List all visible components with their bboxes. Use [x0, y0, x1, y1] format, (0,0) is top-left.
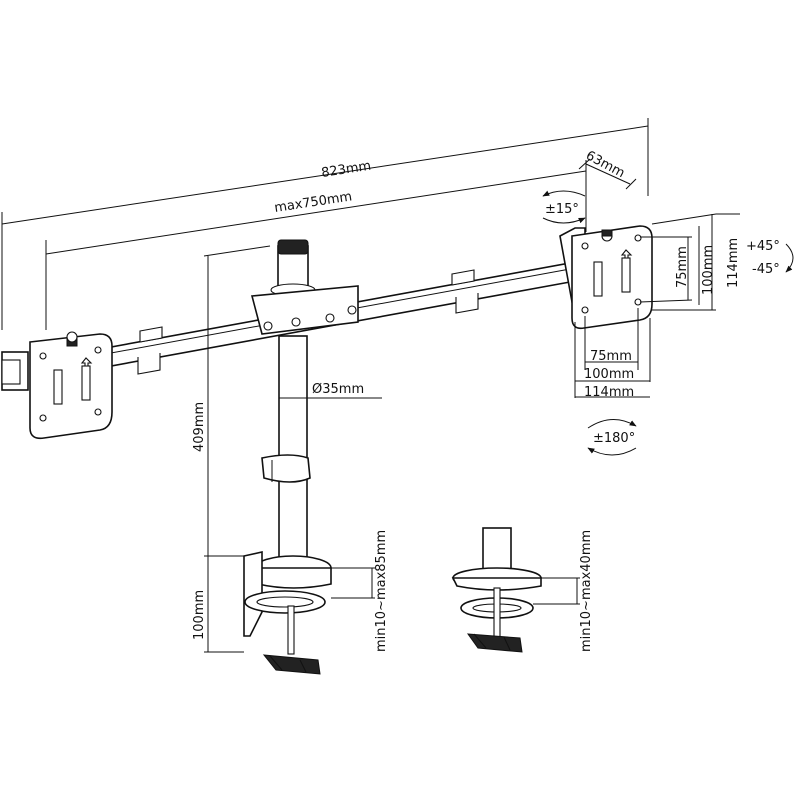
right-vesa-plate	[559, 225, 653, 330]
vesa-75-height-label: 75mm	[675, 246, 690, 288]
total-width-label: 823mm	[320, 159, 372, 181]
vesa-114-height-label: 114mm	[726, 238, 741, 288]
depth-label: 63mm	[583, 148, 627, 181]
rotation-positive-label: +45°	[746, 239, 780, 254]
overall-width-dimension: 823mm	[1, 118, 649, 330]
pole-height-dimension: 409mm	[192, 245, 271, 557]
vesa-100-height-label: 100mm	[701, 245, 716, 295]
pole-height-label: 409mm	[192, 402, 207, 452]
clamp-b-dimension: min10~max40mm	[533, 530, 594, 652]
depth-dimension: 63mm	[578, 148, 637, 190]
clamp-height-label: 100mm	[192, 590, 207, 640]
tilt-label: ±15°	[545, 202, 579, 217]
vesa-height-dimensions: 75mm 100mm 114mm	[639, 213, 741, 311]
swivel-indicator: ±180°	[587, 419, 637, 456]
tilt-indicator: ±15°	[542, 190, 586, 224]
rotation-indicator: +45° -45°	[746, 239, 794, 277]
vesa-width-dimensions: 75mm 100mm 114mm	[574, 308, 651, 400]
desk-clamp-b	[451, 527, 542, 653]
rotation-negative-label: -45°	[752, 262, 780, 277]
clamp-b-range-label: min10~max40mm	[579, 530, 594, 652]
clamp-height-dimension: 100mm	[192, 556, 244, 653]
pole	[250, 239, 359, 573]
pole-diameter-dimension: Ø35mm	[279, 382, 382, 399]
clamp-a-range-label: min10~max85mm	[374, 530, 389, 652]
left-vesa-plate	[1, 331, 113, 440]
max-span-label: max750mm	[273, 189, 353, 216]
vesa-75-width-label: 75mm	[590, 349, 632, 364]
pole-diameter-label: Ø35mm	[312, 382, 364, 397]
clamp-a-dimension: min10~max85mm	[331, 530, 389, 652]
vesa-114-width-label: 114mm	[584, 385, 634, 400]
vesa-100-width-label: 100mm	[584, 367, 634, 382]
swivel-label: ±180°	[593, 431, 635, 446]
desk-clamp-a	[243, 551, 332, 675]
